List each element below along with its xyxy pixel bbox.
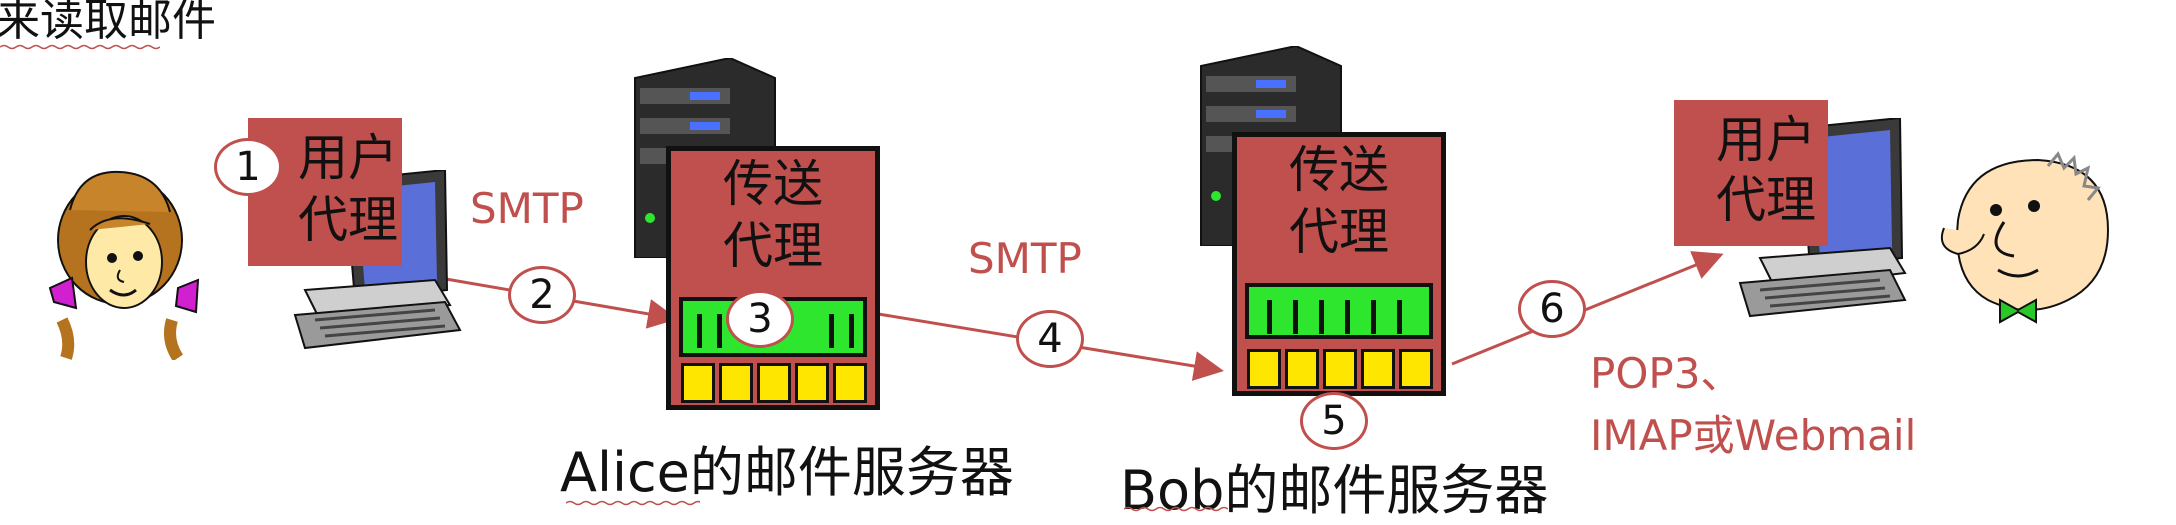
bob-message-queue bbox=[1245, 283, 1433, 339]
bob-server-line2: 代理 bbox=[1289, 203, 1389, 261]
alice-person-icon bbox=[48, 170, 200, 360]
step-6-circle: 6 bbox=[1518, 280, 1586, 338]
step-2-circle: 2 bbox=[508, 266, 576, 324]
receiver-user-agent: 用户 代理 bbox=[1674, 100, 1828, 246]
bob-server-line1: 传送 bbox=[1289, 141, 1389, 199]
receiver-agent-line2: 代理 bbox=[1716, 171, 1816, 229]
alice-mail-server: 传送 代理 bbox=[666, 146, 880, 410]
alice-server-caption: Alice的邮件服务器 bbox=[560, 441, 1014, 504]
smtp-transfer-label: SMTP bbox=[968, 234, 1082, 283]
alice-server-line1: 传送 bbox=[723, 155, 823, 213]
bob-person-icon bbox=[1940, 151, 2110, 324]
alice-server-line2: 代理 bbox=[723, 217, 823, 275]
sender-user-agent: 用户 代理 bbox=[248, 118, 402, 266]
step-1-circle: 1 bbox=[214, 138, 282, 196]
spellcheck-underline bbox=[0, 44, 160, 50]
page-heading: 来读取邮件 bbox=[0, 0, 216, 46]
step-5-circle: 5 bbox=[1300, 392, 1368, 450]
step-3-circle: 3 bbox=[726, 290, 794, 348]
smtp-upload-label: SMTP bbox=[470, 184, 584, 233]
spellcheck-underline bbox=[566, 500, 700, 506]
sender-agent-line2: 代理 bbox=[298, 191, 398, 249]
bob-server-caption: Bob的邮件服务器 bbox=[1120, 459, 1549, 522]
retrieval-protocol-line2: IMAP或Webmail bbox=[1590, 411, 1917, 460]
spellcheck-underline bbox=[1124, 506, 1228, 512]
receiver-agent-line1: 用户 bbox=[1716, 111, 1816, 169]
sender-agent-line1: 用户 bbox=[298, 129, 398, 187]
retrieval-protocol-line1: POP3、 bbox=[1590, 349, 1743, 398]
bob-mail-server: 传送 代理 bbox=[1232, 132, 1446, 396]
step-4-circle: 4 bbox=[1016, 310, 1084, 368]
